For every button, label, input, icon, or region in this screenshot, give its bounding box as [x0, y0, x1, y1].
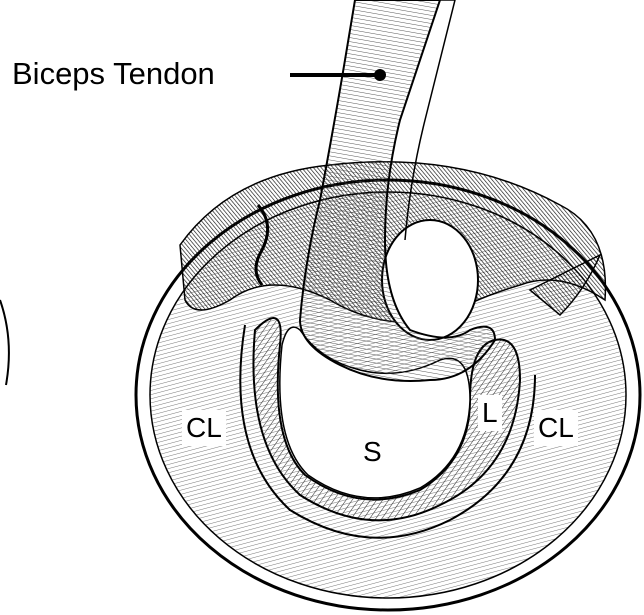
biceps-tendon-label: Biceps Tendon: [8, 56, 219, 92]
cl-left-label: CL: [182, 410, 226, 446]
s-label: S: [359, 434, 386, 470]
l-label: L: [478, 395, 502, 431]
cl-right-label: CL: [534, 410, 578, 446]
left-edge-fragment: [0, 300, 9, 385]
